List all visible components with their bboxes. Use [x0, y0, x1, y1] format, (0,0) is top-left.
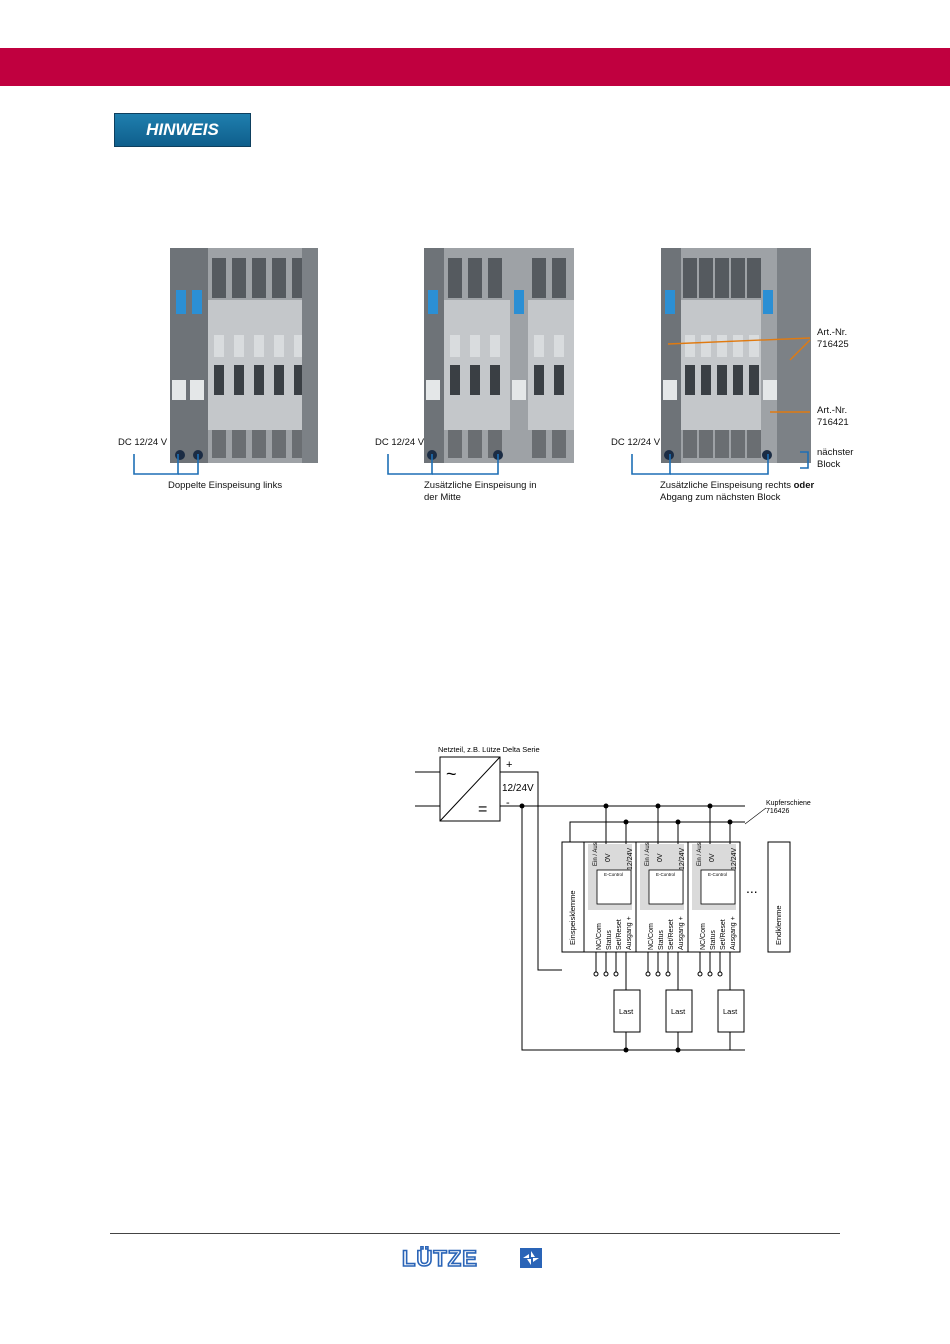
fig2-dc-label: DC 12/24 V — [375, 437, 425, 448]
fig2-caption-line2: der Mitte — [424, 492, 461, 503]
footer-rule — [110, 1233, 840, 1234]
module-2-load: Last — [671, 1007, 686, 1016]
fig3-caption-text: Zusätzliche Einspeisung rechts — [660, 480, 794, 491]
module-3-setreset: Set/Reset — [720, 919, 727, 950]
fig3-caption-line1: Zusätzliche Einspeisung rechts oder — [660, 480, 814, 492]
module-1-0v: 0V — [605, 853, 612, 862]
wiring-schematic: Netzteil, z.B. Lütze Delta Serie ~ = + -… — [415, 745, 811, 1053]
fig3-next-line1: nächster — [817, 447, 854, 458]
fig3-callout-lines — [667, 337, 811, 413]
module-3-0v: 0V — [709, 853, 716, 862]
fig1-wire — [133, 454, 199, 475]
fig3-caption-line2: Abgang zum nächsten Block — [660, 492, 781, 503]
module-1-status: Status — [606, 930, 613, 950]
fig3-caption-bold: oder — [793, 480, 815, 491]
logo-text: LÜTZE — [402, 1246, 478, 1270]
fig3-dc-label: DC 12/24 V — [611, 437, 661, 448]
module-2-0v: 0V — [657, 853, 664, 862]
module-2-switch: Ein / Aus — [645, 842, 651, 866]
ellipsis: ... — [746, 880, 758, 896]
module-2-output: Ausgang + — [678, 916, 685, 950]
hinweis-badge: HINWEIS — [114, 113, 251, 147]
fig3-next-line2: Block — [817, 459, 841, 470]
voltage-label: 12/24V — [502, 783, 534, 794]
module-3: E-Control Ein / Aus 0V 12/24V NC/Com Sta… — [687, 803, 745, 1050]
module-3-12v: 12/24V — [731, 847, 738, 870]
fig1-dc-label: DC 12/24 V — [118, 437, 168, 448]
module-3-output: Ausgang + — [730, 916, 737, 950]
fig1-caption: Doppelte Einspeisung links — [168, 480, 283, 491]
dc-symbol: = — [478, 801, 487, 818]
module-3-switch: Ein / Aus — [697, 842, 703, 866]
module-photo-2 — [424, 248, 574, 463]
feed-terminal-label: Einspeisklemme — [568, 890, 577, 945]
module-2-12v: 12/24V — [679, 847, 686, 870]
ac-symbol: ~ — [446, 764, 457, 784]
module-2-setreset: Set/Reset — [668, 919, 675, 950]
fig3-art2-line2: 716421 — [817, 417, 849, 428]
fig3-art1-line1: Art.-Nr. — [817, 327, 848, 338]
module-1-control: E-Control — [604, 872, 623, 877]
top-banner — [0, 48, 950, 86]
plus-label: + — [506, 759, 512, 771]
module-1-12v: 12/24V — [627, 847, 634, 870]
module-3-status: Status — [710, 930, 717, 950]
module-2-status: Status — [658, 930, 665, 950]
module-1-nc: NC/Com — [596, 923, 603, 950]
module-1-output: Ausgang + — [626, 916, 633, 950]
fig3-art1-line2: 716425 — [817, 339, 849, 350]
psu-title: Netzteil, z.B. Lütze Delta Serie — [438, 745, 540, 754]
fig3-art2-line1: Art.-Nr. — [817, 405, 848, 416]
module-photo-1 — [170, 248, 318, 463]
module-photo-3 — [661, 248, 811, 463]
rail-label-line1: Kupferschiene — [766, 800, 811, 807]
hinweis-label: HINWEIS — [146, 120, 219, 139]
module-3-nc: NC/Com — [700, 923, 707, 950]
module-3-control: E-Control — [708, 872, 727, 877]
end-terminal-label: Endklemme — [774, 905, 783, 945]
minus-label: - — [506, 797, 510, 809]
luetze-logo: LÜTZE — [402, 1246, 542, 1270]
fig2-caption-line1: Zusätzliche Einspeisung in — [424, 480, 537, 491]
module-2-nc: NC/Com — [648, 923, 655, 950]
fig2-wire — [387, 454, 499, 475]
end-terminal — [767, 841, 791, 953]
rail-label-line2: 716426 — [766, 808, 789, 815]
module-2-control: E-Control — [656, 872, 675, 877]
module-1-load: Last — [619, 1007, 634, 1016]
module-3-load: Last — [723, 1007, 738, 1016]
module-1: E-Control Ein / Aus 0V 12/24V NC/Com Sta… — [583, 803, 641, 1053]
fig3-wire — [631, 451, 809, 475]
module-1-setreset: Set/Reset — [616, 919, 623, 950]
module-1-switch: Ein / Aus — [593, 842, 599, 866]
module-2: E-Control Ein / Aus 0V 12/24V NC/Com Sta… — [635, 803, 693, 1053]
